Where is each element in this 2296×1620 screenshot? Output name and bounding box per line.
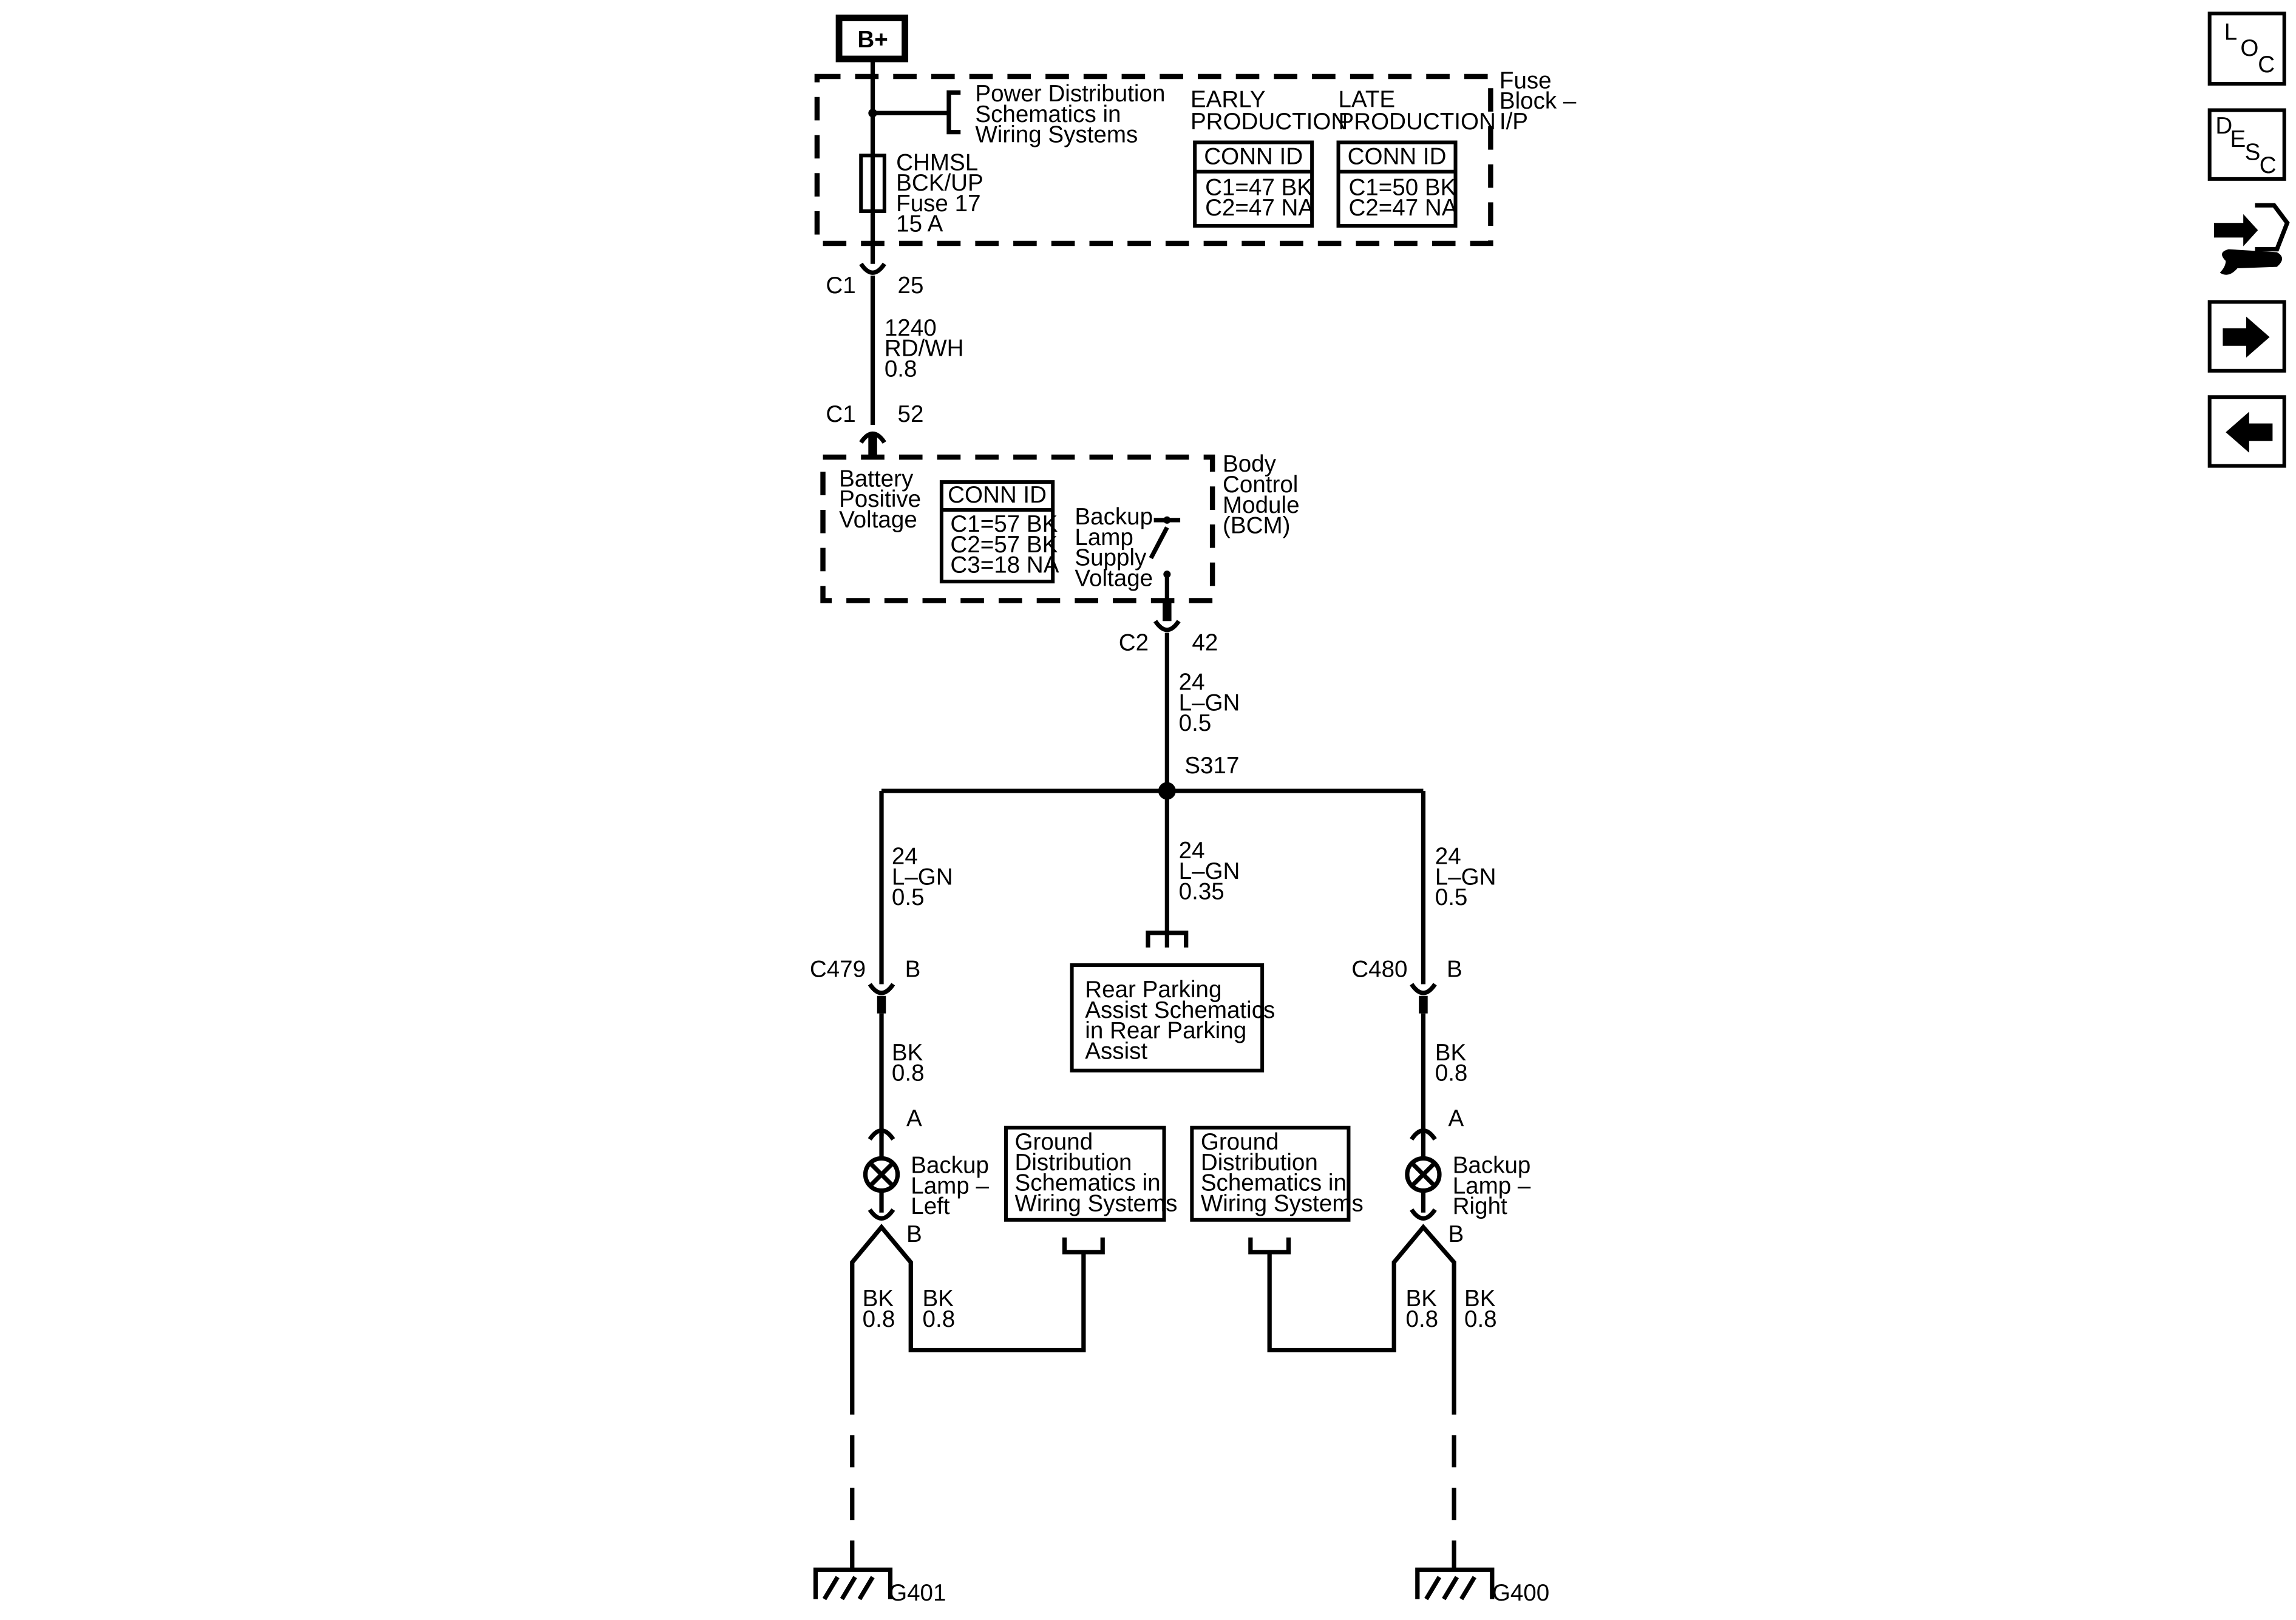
svg-text:25: 25	[898, 273, 924, 299]
backup-lamp-left: A B Backup Lamp – Left	[863, 1105, 995, 1247]
svg-text:C1=47 BK: C1=47 BK	[1205, 174, 1313, 200]
wire-right-branch-label: 24 L–GN 0.5	[1435, 844, 1503, 911]
fuse-block-name: Fuse Block – I/P	[1500, 67, 1583, 135]
lamp-left-label: Backup Lamp – Left	[911, 1153, 995, 1220]
arrow-right-icon	[2223, 316, 2270, 358]
connector-c1-25: C1 25	[826, 262, 924, 299]
late-conn-id-table: CONN ID C1=50 BK C2=47 NA	[1336, 140, 1458, 228]
wire-right-ground-b-label: BK 0.8	[1464, 1286, 1502, 1332]
backup-lamp-right: A B Backup Lamp – Right	[1405, 1105, 1537, 1247]
svg-text:Ground Distribution: Ground Distribution Schematics in Wiring…	[1201, 1129, 1364, 1216]
ground-g400-icon: G400	[1415, 1567, 1549, 1606]
bcm-backup-lamp-supply-label: Backup Lamp Supply Voltage	[1075, 504, 1159, 591]
wire-left-ground-split	[850, 1224, 1086, 1383]
loc-button[interactable]: L O C	[2207, 12, 2286, 86]
svg-text:B: B	[905, 956, 921, 982]
svg-text:C1: C1	[826, 401, 855, 427]
svg-text:52: 52	[898, 401, 924, 427]
late-production-heading: LATE PRODUCTION	[1339, 87, 1496, 135]
ground-g400-label: G400	[1492, 1580, 1549, 1606]
svg-text:C479: C479	[810, 956, 866, 982]
svg-text:C: C	[2258, 52, 2275, 78]
svg-text:C2=47 NA: C2=47 NA	[1348, 195, 1457, 221]
svg-text:C2=57 BK: C2=57 BK	[950, 532, 1058, 558]
ground-distribution-reference-right[interactable]: Ground Distribution Schematics in Wiring…	[1190, 1125, 1364, 1255]
wire-1240-label: 1240 RD/WH 0.8	[885, 315, 970, 382]
wire-right-ground-split	[1267, 1224, 1456, 1383]
power-distribution-reference[interactable]: Power Distribution Schematics in Wiring …	[975, 81, 1172, 148]
body-control-module: Body Control Module (BCM) Battery Positi…	[820, 451, 1306, 603]
arrow-left-icon	[2226, 412, 2273, 453]
svg-text:C2=47 NA: C2=47 NA	[1205, 195, 1314, 221]
svg-text:A: A	[906, 1105, 922, 1131]
wire-left-branch-label: 24 L–GN 0.5	[892, 844, 960, 911]
svg-text:S317: S317	[1184, 753, 1239, 779]
wire-right-ground-a-label: BK 0.8	[1406, 1286, 1444, 1332]
battery-terminal: B+	[835, 15, 909, 63]
svg-text:B: B	[1447, 956, 1462, 982]
rear-parking-assist-reference[interactable]: Rear Parking Assist Schematics in Rear P…	[1070, 963, 1282, 1073]
wire-bcm-to-s317-label: 24 L–GN 0.5	[1179, 669, 1247, 737]
lamp-right-label: Backup Lamp – Right	[1453, 1153, 1537, 1220]
next-page-button[interactable]	[2207, 300, 2286, 373]
wire-right-lamp-feed-label: BK 0.8	[1435, 1040, 1473, 1086]
early-production-heading: EARLY PRODUCTION	[1190, 87, 1348, 135]
ground-g401-label: G401	[889, 1580, 946, 1606]
connector-c1-52: C1 52	[826, 401, 924, 456]
previous-page-button[interactable]	[2207, 395, 2286, 468]
connector-c2-42: C2 42	[1119, 600, 1218, 656]
svg-text:C3=18 NA: C3=18 NA	[950, 552, 1059, 578]
connector-c480: C480 B	[1351, 956, 1462, 1014]
ground-g401-icon: G401	[813, 1567, 946, 1606]
bcm-conn-id-table: CONN ID C1=57 BK C2=57 BK C3=18 NA	[939, 480, 1059, 584]
battery-terminal-label: B+	[857, 27, 888, 53]
svg-text:B: B	[1448, 1221, 1464, 1247]
svg-text:S: S	[2245, 139, 2261, 165]
bcm-outline	[820, 454, 1215, 603]
connector-tool-icon[interactable]	[2213, 203, 2290, 275]
svg-text:CONN ID: CONN ID	[948, 482, 1047, 508]
ground-distribution-reference-left[interactable]: Ground Distribution Schematics in Wiring…	[1004, 1125, 1178, 1255]
svg-text:O: O	[2240, 35, 2258, 61]
bcm-name: Body Control Module (BCM)	[1223, 451, 1306, 538]
svg-text:C480: C480	[1351, 956, 1407, 982]
connector-c479: C479 B	[810, 956, 921, 1014]
svg-text:Rear Parking Assist Sche: Rear Parking Assist Schematics in Rear P…	[1085, 977, 1282, 1064]
splice-s317: S317	[881, 753, 1424, 800]
svg-text:C1=57 BK: C1=57 BK	[950, 511, 1058, 537]
svg-text:Ground Distribution: Ground Distribution Schematics in Wiring…	[1015, 1129, 1178, 1216]
desc-button[interactable]: D E S C	[2207, 108, 2286, 181]
svg-text:C2: C2	[1119, 630, 1149, 656]
wire-center-branch-label: 24 L–GN 0.35	[1179, 838, 1247, 905]
svg-text:CONN ID: CONN ID	[1348, 144, 1447, 170]
early-conn-id-table: CONN ID C1=47 BK C2=47 NA	[1193, 140, 1314, 228]
svg-text:L: L	[2224, 19, 2237, 46]
svg-text:CONN ID: CONN ID	[1204, 144, 1303, 170]
svg-text:A: A	[1448, 1105, 1464, 1131]
wire-left-ground-b-label: BK 0.8	[923, 1286, 960, 1332]
backup-lamp-switch-symbol	[1149, 516, 1181, 601]
svg-text:C1=50 BK: C1=50 BK	[1348, 174, 1456, 200]
svg-text:E: E	[2230, 126, 2246, 152]
svg-text:C: C	[2260, 152, 2277, 178]
svg-text:D: D	[2215, 113, 2232, 139]
wire-left-lamp-feed-label: BK 0.8	[892, 1040, 929, 1086]
bcm-battery-positive-label: Battery Positive Voltage	[839, 466, 928, 533]
fuse-block: Fuse Block – I/P Power Distribution Sche…	[814, 67, 1583, 246]
svg-text:B: B	[906, 1221, 922, 1247]
fuse-17-label: CHMSL BCK/UP Fuse 17 15 A	[896, 149, 990, 237]
svg-text:42: 42	[1192, 630, 1218, 656]
wire-left-ground-a-label: BK 0.8	[863, 1286, 900, 1332]
svg-text:C1: C1	[826, 273, 855, 299]
